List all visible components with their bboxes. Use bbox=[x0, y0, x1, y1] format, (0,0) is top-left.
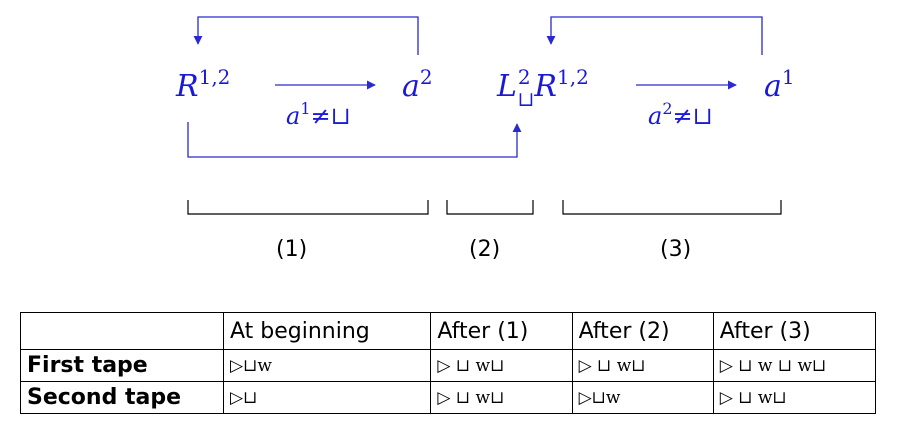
condition-2: a2≠⊔ bbox=[648, 99, 713, 130]
bracket-3 bbox=[562, 200, 782, 215]
row-label-first-tape: First tape bbox=[20, 349, 224, 382]
row-label-second-tape: Second tape bbox=[27, 385, 182, 410]
symbol-a1: a1 bbox=[764, 65, 795, 104]
header-after-3: After (3) bbox=[712, 312, 876, 350]
symbol-a2: a2 bbox=[402, 65, 433, 104]
loop-2-arrow bbox=[546, 16, 763, 55]
header-at-beginning: At beginning bbox=[222, 312, 431, 350]
table-cell: ▷ ⊔ w⊔ bbox=[712, 381, 876, 414]
table-row: Second tape ▷⊔ ▷ ⊔ w⊔ ▷⊔w ▷ ⊔ w⊔ bbox=[21, 381, 876, 414]
table-cell: ▷ ⊔ w⊔ bbox=[430, 381, 573, 414]
table-cell: ▷ ⊔ w⊔ bbox=[430, 349, 573, 382]
machine-l-r: L2⊔R1,2 bbox=[496, 65, 589, 111]
machine-diagram: R1,2 a2 a1≠⊔ L2⊔R1,2 a1 a2≠⊔ (1) (2) (3) bbox=[175, 16, 795, 262]
table-cell: ▷ ⊔ w⊔ bbox=[571, 349, 714, 382]
loop-1-arrow bbox=[193, 16, 419, 55]
bracket-2 bbox=[446, 200, 534, 215]
condition-1: a1≠⊔ bbox=[286, 99, 351, 130]
bracket-label-2: (2) bbox=[469, 237, 500, 262]
table-cell: ▷⊔ bbox=[222, 381, 431, 414]
header-after-2: After (2) bbox=[571, 312, 714, 350]
table-cell: ▷⊔w bbox=[571, 381, 714, 414]
bracket-label-1: (1) bbox=[276, 237, 307, 262]
header-empty bbox=[20, 312, 224, 350]
table-cell: ▷⊔w bbox=[222, 349, 431, 382]
tape-contents-table: At beginning After (1) After (2) After (… bbox=[20, 312, 876, 414]
machine-r-1: R1,2 bbox=[175, 65, 230, 104]
table-header-row: At beginning After (1) After (2) After (… bbox=[20, 312, 876, 350]
header-after-1: After (1) bbox=[430, 312, 573, 350]
table-cell: ▷ ⊔ w ⊔ w⊔ bbox=[712, 349, 876, 382]
bracket-label-3: (3) bbox=[660, 237, 691, 262]
exit-1-arrow bbox=[187, 122, 522, 158]
table-row: First tape ▷⊔w ▷ ⊔ w⊔ ▷ ⊔ w⊔ ▷ ⊔ w ⊔ w⊔ bbox=[20, 349, 876, 382]
bracket-1 bbox=[187, 200, 429, 215]
